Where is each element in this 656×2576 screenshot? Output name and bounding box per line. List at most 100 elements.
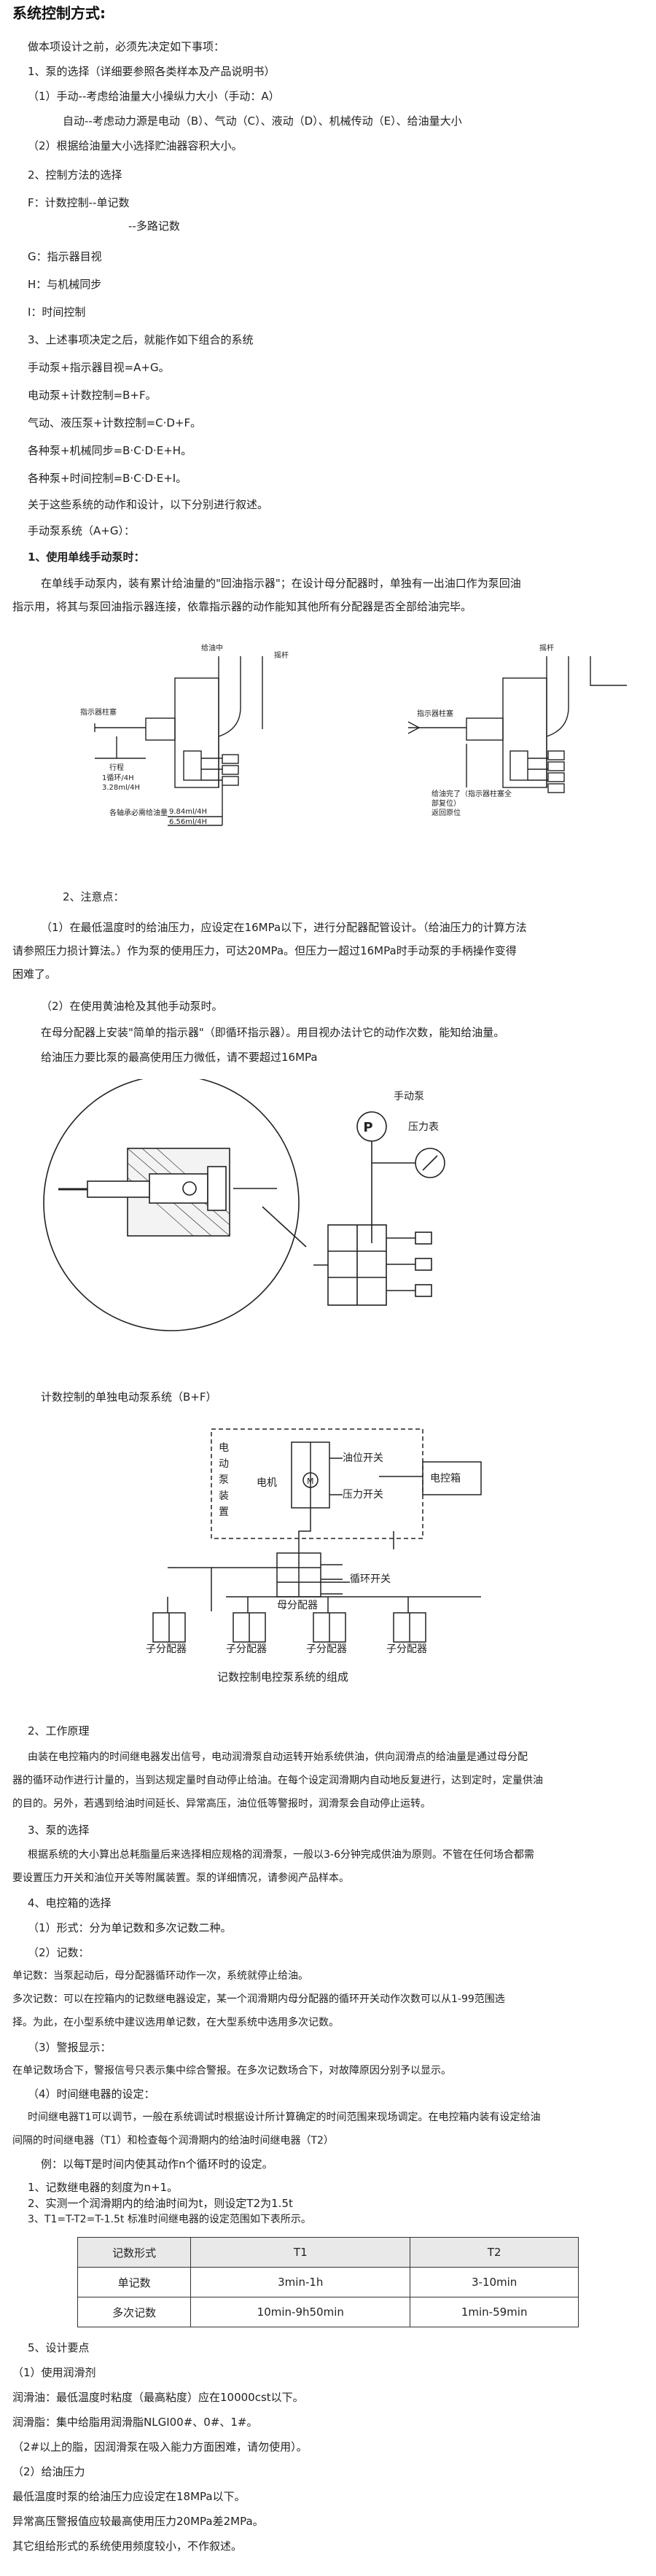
fig3-caption-top: 计数控制的单独电动泵系统（B+F） (41, 1390, 217, 1404)
control-f2: --多路记数 (128, 219, 180, 233)
ctrl-c2: （2）记数： (28, 1946, 90, 1959)
control-i: I：时间控制 (28, 306, 86, 319)
ctrl-c4a: 多次记数：可以在控箱内的记数继电器设定，某一个润滑期内母分配器的循环开关动作次数… (12, 1993, 505, 2005)
design-d8: 其它组给形式的系统使用频度较小，不作叙述。 (12, 2540, 243, 2553)
work-heading: 2、工作原理 (28, 1724, 90, 1738)
unit-label-3: 泵 (219, 1474, 229, 1486)
table-cell: 10min-9h50min (190, 2297, 411, 2327)
design-d1: （1）使用润滑剂 (12, 2366, 96, 2379)
ctrl-c10: 1、记数继电器的刻度为n+1。 (28, 2181, 179, 2194)
fig3-caption: 记数控制电控泵系统的组成 (217, 1670, 349, 1684)
pressure-gauge-label: 压力表 (408, 1121, 439, 1133)
control-g: G：指示器目视 (28, 250, 102, 263)
design-heading: 5、设计要点 (28, 2341, 90, 2354)
hand-pump-label: 手动泵 (394, 1091, 424, 1102)
table-cell: 多次记数 (77, 2297, 192, 2327)
label-flow: 1循环/4H (102, 773, 134, 782)
unit-label-2: 动 (219, 1458, 229, 1470)
pump-symbol: P (363, 1120, 372, 1135)
table-cell: 单记数 (77, 2267, 192, 2297)
label-oil: 给油中 (201, 643, 223, 653)
work-p3: 的目的。另外，若遇到给油时间延长、异常高压，油位低等警报时，润滑泵会自动停止运转… (12, 1798, 431, 1810)
note-1a: （1）在最低温度时的给油压力，应设定在16MPa以下，进行分配器配管设计。（给油… (41, 921, 527, 934)
pump-heading: 3、泵的选择 (28, 1824, 90, 1837)
label-done3: 返回原位 (432, 808, 461, 817)
design-d6: 最低温度时泵的给油压力应设定在18MPa以下。 (12, 2490, 246, 2503)
label-d1: 9.84ml/4H (169, 808, 207, 816)
unit-label-4: 装 (219, 1490, 229, 1502)
hand-pump-diagram: P 手动泵 压力表 (43, 1079, 445, 1331)
ctrl-c8a: 时间继电器T1可以调节，一般在系统调试时根据设计所计算确定的时间范围来现场调定。… (28, 2112, 541, 2123)
section3-heading: 3、上述事项决定之后，就能作如下组合的系统 (28, 333, 254, 346)
section3-note: 关于这些系统的动作和设计，以下分别进行叙述。 (28, 498, 269, 511)
design-d3: 润滑脂：集中给脂用润滑脂NLGI00#、0#、1#。 (12, 2416, 258, 2429)
ctrl-c5: （3）警报显示： (28, 2041, 112, 2054)
section2-heading: 2、控制方法的选择 (28, 168, 122, 182)
control-h: H：与机械同步 (28, 278, 102, 291)
label-indicator: 指示器柱塞 (80, 707, 117, 717)
ctrl-c1: （1）形式：分为单记数和多次记数二种。 (28, 1921, 232, 1934)
note-1b: 请参照压力损计算法。）作为泵的使用压力，可达20MPa。但压力一超过16MPa时… (12, 944, 517, 957)
ctrl-c7: （4）时间继电器的设定： (28, 2087, 155, 2101)
sub-distributor-1: 子分配器 (146, 1643, 187, 1655)
table-cell: 3-10min (410, 2267, 579, 2297)
ctrl-c8b: 间隔的时间继电器（T1）和检查每个润滑期内的给油时间继电器（T2） (12, 2135, 334, 2147)
ctrl-c11: 2、实测一个润滑期内的给油时间为t，则设定T2为1.5t (28, 2197, 293, 2210)
ctrl-c4b: 择。为此，在小型系统中建议选用单记数，在大型系统中选用多次记数。 (12, 2017, 339, 2028)
work-p2: 器的循环动作进行计量的，当到达规定量时自动停止给油。在每个设定润滑期内自动地反复… (12, 1775, 543, 1786)
label-done1: 给油完了（指示器柱塞全 (432, 789, 512, 798)
table-cell: 3min-1h (190, 2267, 411, 2297)
label-indicator-right: 指示器柱塞 (417, 709, 453, 718)
pump-p2: 要设置压力开关和油位开关等附属装置。泵的详细情况，请参阅产品样本。 (12, 1872, 349, 1884)
sub-distributor-3: 子分配器 (306, 1643, 347, 1655)
combo-5: 各种泵+时间控制=B·C·D·E+I。 (28, 472, 187, 485)
note-1c: 困难了。 (12, 968, 57, 981)
motor-m: M (307, 1476, 314, 1486)
section1-item2: （2）根据给油量大小选择贮油器容积大小。 (28, 139, 243, 152)
table-cell: 1min-59min (410, 2297, 579, 2327)
design-d2: 润滑油：最低温度时粘度（最高粘度）应在10000cst以下。 (12, 2391, 304, 2404)
ctrl-c3: 单记数：当泵起动后，母分配器循环动作一次，系统就停止给油。 (12, 1970, 308, 1982)
ctrl-c6: 在单记数场合下，警报信号只表示集中综合警报。在多次记数场合下，对故障原因分别予以… (12, 2065, 451, 2077)
system-label: 手动泵系统（A+G）： (28, 524, 135, 537)
table-row: 单记数 3min-1h 3-10min (77, 2267, 579, 2297)
design-d5: （2）给油压力 (12, 2465, 85, 2478)
notes-heading: 2、注意点： (63, 890, 125, 903)
sub-distributor-4: 子分配器 (386, 1643, 427, 1655)
ctrl-c12: 3、T1=T-T2=T-1.5t 标准时间继电器的设定范围如下表所示。 (28, 2214, 311, 2225)
control-box-label: 电控箱 (430, 1473, 461, 1484)
section1-item1b: 自动--考虑动力源是电动（B）、气动（C）、液动（D）、机械传动（E）、给油量大… (63, 114, 462, 128)
control-f: F：计数控制--单记数 (28, 196, 130, 209)
section1-heading: 1、泵的选择（详细要参照各类样本及产品说明书） (28, 65, 276, 78)
page-title: 系统控制方式: (12, 4, 106, 22)
table-header-cell: T1 (190, 2237, 411, 2268)
combo-1: 手动泵+指示器目视=A+G。 (28, 361, 170, 374)
use-heading: 1、使用单线手动泵时： (28, 550, 145, 564)
note-2: （2）在使用黄油枪及其他手动泵时。 (41, 1000, 223, 1013)
cycle-switch-label: 循环开关 (350, 1573, 391, 1585)
sub-distributor-2: 子分配器 (226, 1643, 267, 1655)
label-stroke: 行程 (109, 763, 124, 772)
design-d4: （2#以上的脂，因润滑泵在吸入能力方面困难，请勿使用）。 (12, 2440, 308, 2454)
label-dist: 各轴承必需给油量 (109, 808, 168, 817)
note-2a: 在母分配器上安装"简单的指示器"（即循环指示器）。用目视办法计它的动作次数，能知… (41, 1026, 505, 1039)
ctrl-c9: 例：以每T是时间内使其动作n个循环时的设定。 (41, 2157, 273, 2171)
label-rod: 摇杆 (274, 650, 289, 660)
pump-p1: 根据系统的大小算出总耗脂量后来选择相应规格的润滑泵，一般以3-6分钟完成供油为原… (28, 1849, 534, 1861)
master-distributor-label: 母分配器 (277, 1600, 318, 1611)
use-para2: 指示用，将其与泵回油指示器连接，依靠指示器的动作能知其他所有分配器是否全部给油完… (12, 600, 472, 613)
table-header-cell: T2 (410, 2237, 579, 2268)
note-2b: 给油压力要比泵的最高使用压力微低，请不要超过16MPa (41, 1051, 318, 1064)
design-d7: 异常高压警报值应较最高使用压力20MPa差2MPa。 (12, 2515, 264, 2528)
label-rod-right: 摇杆 (539, 643, 554, 653)
combo-2: 电动泵+计数控制=B+F。 (28, 389, 157, 402)
table-row: 多次记数 10min-9h50min 1min-59min (77, 2297, 579, 2327)
unit-label-1: 电 (219, 1442, 229, 1454)
use-para1: 在单线手动泵内，装有累计给油量的"回油指示器"；在设计母分配器时，单独有一出油口… (41, 577, 521, 590)
table-header-cell: 记数形式 (77, 2237, 192, 2268)
unit-label-5: 置 (219, 1506, 229, 1518)
pressure-switch-label: 压力开关 (343, 1489, 383, 1501)
combo-3: 气动、液压泵+计数控制=C·D+F。 (28, 416, 202, 429)
electric-pump-system-diagram: 电 动 泵 装 置 电机 M 油位开关 压力开关 电控箱 循环开关 母分配器 子… (146, 1428, 482, 1655)
